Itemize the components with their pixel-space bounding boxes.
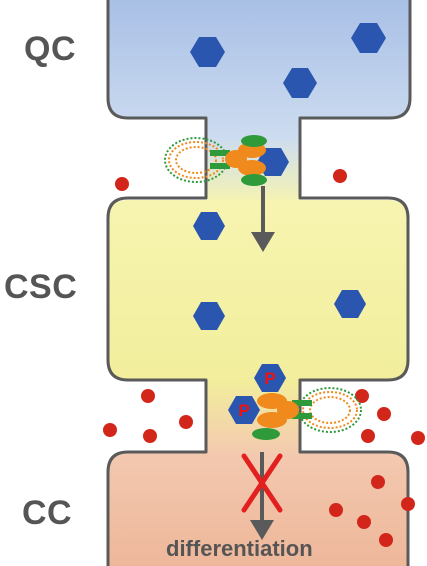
red-dot — [361, 429, 375, 443]
hexagon-molecule-icon — [351, 23, 386, 53]
hexagons — [190, 23, 386, 424]
red-dot — [379, 533, 393, 547]
cc-cell — [108, 452, 408, 566]
hexagon-molecule-icon — [254, 364, 286, 392]
hexagon-molecule-icon — [228, 396, 260, 424]
qc-label: QC — [24, 30, 76, 68]
phospho-label: P — [238, 401, 249, 420]
csc-cell — [108, 200, 408, 384]
qc-cell — [108, 0, 410, 140]
cell-fills — [108, 0, 410, 566]
red-dot — [179, 415, 193, 429]
signal-arrow-icon — [251, 186, 275, 252]
red-dot — [143, 429, 157, 443]
cc-label: CC — [22, 494, 73, 532]
right-outline — [298, 0, 412, 566]
red-dots — [103, 169, 425, 547]
red-dot — [115, 177, 129, 191]
red-dot — [333, 169, 347, 183]
hexagon-molecule-icon — [193, 212, 225, 240]
red-dot — [357, 515, 371, 529]
left-outline — [106, 0, 208, 566]
receptor-complex-bottom-icon — [252, 387, 362, 440]
red-dot — [103, 423, 117, 437]
red-dot — [329, 503, 343, 517]
phospho-label: P — [264, 369, 275, 388]
red-dot — [371, 475, 385, 489]
red-dot — [141, 389, 155, 403]
receptor-complex-top-icon — [164, 135, 267, 186]
red-dot — [377, 407, 391, 421]
red-dot — [411, 431, 425, 445]
blocked-arrow-icon — [241, 452, 283, 540]
hexagon-molecule-icon — [190, 37, 225, 67]
differentiation-label: differentiation — [166, 536, 313, 561]
red-dot — [355, 389, 369, 403]
cell-outlines — [106, 0, 412, 566]
hexagon-molecule-icon — [334, 290, 366, 318]
csc-label: CSC — [4, 268, 78, 306]
red-dot — [401, 497, 415, 511]
cross-icon — [241, 453, 283, 513]
hexagon-molecule-icon — [193, 302, 225, 330]
hexagon-molecule-icon — [283, 68, 317, 98]
